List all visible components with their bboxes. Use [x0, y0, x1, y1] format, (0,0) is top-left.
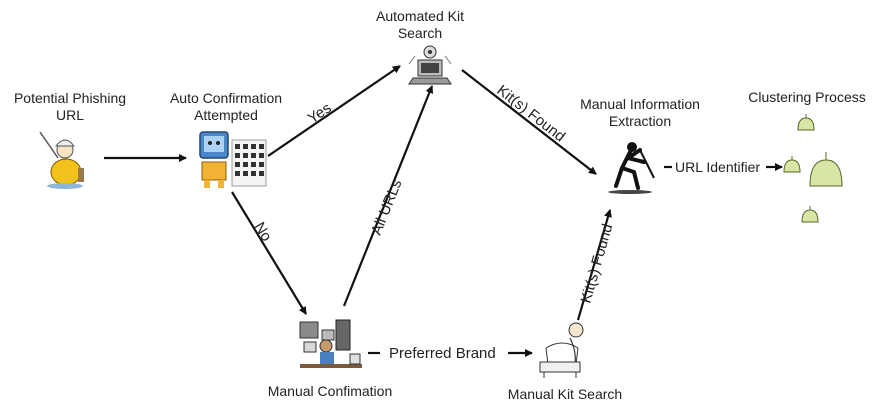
- automated-kit-search-label: Automated Kit Search: [350, 8, 490, 42]
- edge-label-yes: Yes: [305, 100, 335, 128]
- manual-kit-search-label-line1: Manual Kit Search: [507, 386, 623, 402]
- manual-info-extraction-label-line2: Extraction: [608, 113, 672, 129]
- digger-icon: [608, 142, 655, 194]
- auto-confirmation-label-line1: Auto Confirmation: [169, 90, 283, 106]
- phishing-url-label-line2: URL: [55, 107, 84, 123]
- auto-confirmation-label-line2: Attempted: [194, 107, 258, 123]
- phishing-url-label: Potential Phishing URL: [0, 90, 140, 124]
- edge-label-kits-found-top: Kit(s) Found: [494, 82, 569, 146]
- edge-kits-found-top: [461, 69, 597, 175]
- edge-label-kits-found-bottom: Kit(s) Found: [578, 222, 617, 305]
- automated-kit-search-label-line1: Automated Kit: [376, 8, 464, 24]
- manual-confirmation-label: Manual Confimation: [255, 383, 405, 400]
- edge-no: [231, 191, 307, 315]
- reader-icon: [539, 322, 584, 378]
- clustering-label-line1: Clustering Process: [748, 89, 866, 105]
- auto-confirmation-label: Auto Confirmation Attempted: [156, 90, 296, 124]
- edge-label-no: No: [251, 219, 275, 244]
- bell-cluster-icon: [783, 114, 843, 223]
- edge-label-all-urls: All URLs: [368, 177, 406, 237]
- clustering-label: Clustering Process: [740, 89, 874, 106]
- manual-info-extraction-label-line1: Manual Information: [580, 96, 700, 112]
- fisherman-icon: [39, 131, 84, 189]
- edge-kits-found-bottom: [576, 209, 612, 321]
- automated-kit-search-label-line2: Search: [397, 25, 443, 41]
- workstation-icon: [299, 319, 362, 368]
- edge-yes: [267, 65, 401, 157]
- manual-info-extraction-label: Manual Information Extraction: [565, 96, 715, 130]
- laptop-icon: [408, 45, 452, 85]
- edge-label-url-identifier: URL Identifier: [675, 159, 760, 175]
- edge-all-urls: [342, 85, 434, 307]
- phishing-url-label-line1: Potential Phishing: [13, 90, 127, 106]
- manual-confirmation-label-line1: Manual Confimation: [267, 383, 393, 399]
- manual-kit-search-label: Manual Kit Search: [495, 386, 635, 403]
- edge-label-preferred-brand: Preferred Brand: [389, 345, 496, 362]
- computer-icon: [199, 131, 267, 188]
